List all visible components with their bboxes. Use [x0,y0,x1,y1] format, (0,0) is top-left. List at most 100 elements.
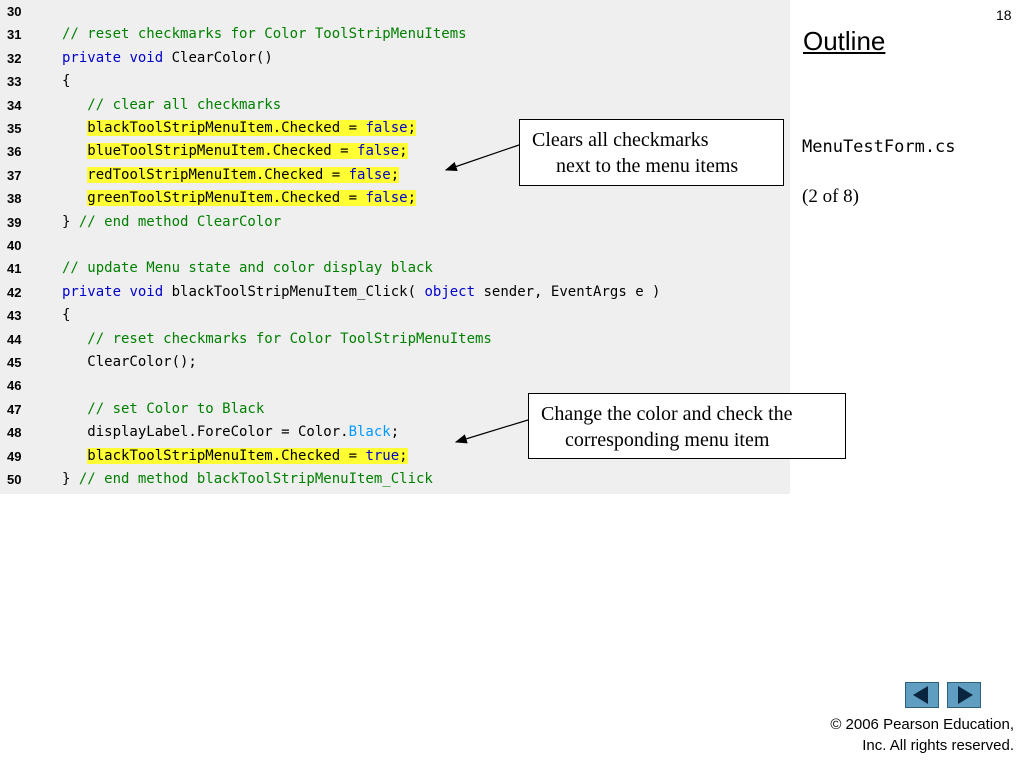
code-text: // clear all checkmarks [62,94,281,117]
code-token: private [62,283,122,300]
line-number: 36 [7,144,22,160]
line-number: 39 [7,214,22,230]
triangle-left-icon [913,686,928,704]
code-text: blackToolStripMenuItem.Checked = true; [62,445,408,468]
callout-text-line: next to the menu items [556,155,739,177]
code-text: private void ClearColor() [62,47,273,70]
code-token: // set Color to Black [62,400,265,417]
code-token: } [62,213,79,230]
code-token: // reset checkmarks for Color ToolStripM… [62,26,467,43]
callout-text-line: corresponding menu item [565,429,770,451]
code-token: Black [348,424,391,441]
code-token: ; [407,120,417,136]
line-number: 49 [7,448,22,464]
code-token: void [129,49,164,66]
code-token: // end method blackToolStripMenuItem_Cli… [78,471,433,487]
code-token: ; [399,447,408,464]
previous-slide-button[interactable] [905,682,939,708]
line-number: 30 [7,4,22,19]
code-text: private void blackToolStripMenuItem_Clic… [62,281,660,304]
code-token: ; [390,166,400,183]
code-token: blackToolStripMenuItem_Click( [163,283,425,300]
code-text: { [62,304,70,327]
code-token: greenToolStripMenuItem.Checked = [87,190,366,207]
code-text: ClearColor(); [62,351,197,374]
outline-link[interactable]: Outline [803,26,886,56]
code-token: false [365,190,408,207]
code-panel: 30 31 // reset checkmarks for Color ToolSt… [0,0,790,494]
line-number: 50 [7,472,22,487]
line-number: 34 [7,97,22,113]
code-token: void [129,283,164,300]
next-slide-button[interactable] [947,682,981,708]
code-token: // clear all checkmarks [62,96,282,113]
copyright-notice: © 2006 Pearson Education, Inc. All right… [830,714,1014,756]
line-number: 43 [7,308,22,324]
line-number: 32 [7,50,22,66]
code-token: blackToolStripMenuItem.Checked = [87,120,366,136]
code-text: // update Menu state and color display b… [62,257,433,280]
code-text: } // end method blackToolStripMenuItem_C… [62,468,433,491]
code-token [62,143,87,159]
line-number: 47 [7,401,22,417]
code-token: false [348,166,391,183]
code-token: true [365,447,400,464]
page-number: 18 [996,7,1012,23]
code-token: // reset checkmarks for Color ToolStripM… [62,330,492,347]
line-number: 45 [7,355,22,370]
callout-text-line: Change the color and check the [541,403,793,425]
code-token [62,448,87,464]
code-token: } [62,471,79,487]
callout-clear-checkmarks: Clears all checkmarks next to the menu i… [519,119,784,186]
code-text: { [62,70,70,93]
code-token: false [357,143,400,160]
copyright-line: Inc. All rights reserved. [862,737,1014,754]
line-number: 42 [7,284,22,300]
code-token: blueToolStripMenuItem.Checked = [87,143,358,160]
line-number: 31 [7,27,22,43]
code-text: blueToolStripMenuItem.Checked = false; [62,140,408,163]
code-token: { [62,73,71,90]
page-indicator: (2 of 8) [802,186,859,207]
code-text: displayLabel.ForeColor = Color.Black; [62,421,399,444]
code-text: // set Color to Black [62,398,264,421]
callout-change-color: Change the color and check the correspon… [528,393,846,459]
code-text: // reset checkmarks for Color ToolStripM… [62,328,492,351]
code-token: ; [390,424,400,441]
code-token: { [62,307,71,324]
code-token: ; [407,190,417,207]
code-token: displayLabel.ForeColor = Color. [62,424,349,441]
code-token: sender, EventArgs e ) [475,283,661,300]
code-token: // update Menu state and color display b… [62,260,433,277]
code-token: object [424,283,476,300]
copyright-line: © 2006 Pearson Education, [830,716,1014,733]
code-text: blackToolStripMenuItem.Checked = false; [62,117,417,140]
line-number: 46 [7,378,22,394]
code-token: // end method ClearColor [78,213,282,230]
code-token: ClearColor(); [62,354,197,370]
line-number: 33 [7,74,22,90]
code-token [62,167,87,183]
code-text: redToolStripMenuItem.Checked = false; [62,164,400,187]
code-text: // reset checkmarks for Color ToolStripM… [62,23,467,46]
callout-text-line: Clears all checkmarks [532,129,709,151]
line-number: 40 [7,238,22,253]
code-token [62,190,87,206]
code-token: false [365,120,408,136]
line-number: 37 [7,167,22,183]
line-number: 48 [7,425,22,441]
triangle-right-icon [958,686,973,704]
code-token: blackToolStripMenuItem.Checked = [87,447,366,464]
file-name: MenuTestForm.cs [802,137,956,157]
line-number: 44 [7,331,22,347]
code-token [62,120,87,136]
line-number: 41 [7,261,22,277]
code-text: greenToolStripMenuItem.Checked = false; [62,187,417,210]
code-token: private [62,49,122,66]
line-number: 35 [7,121,22,136]
line-number: 38 [7,191,22,207]
code-text: } // end method ClearColor [62,211,281,234]
code-token: ClearColor() [163,49,273,66]
code-token: ; [399,143,408,160]
code-token: redToolStripMenuItem.Checked = [87,166,349,183]
